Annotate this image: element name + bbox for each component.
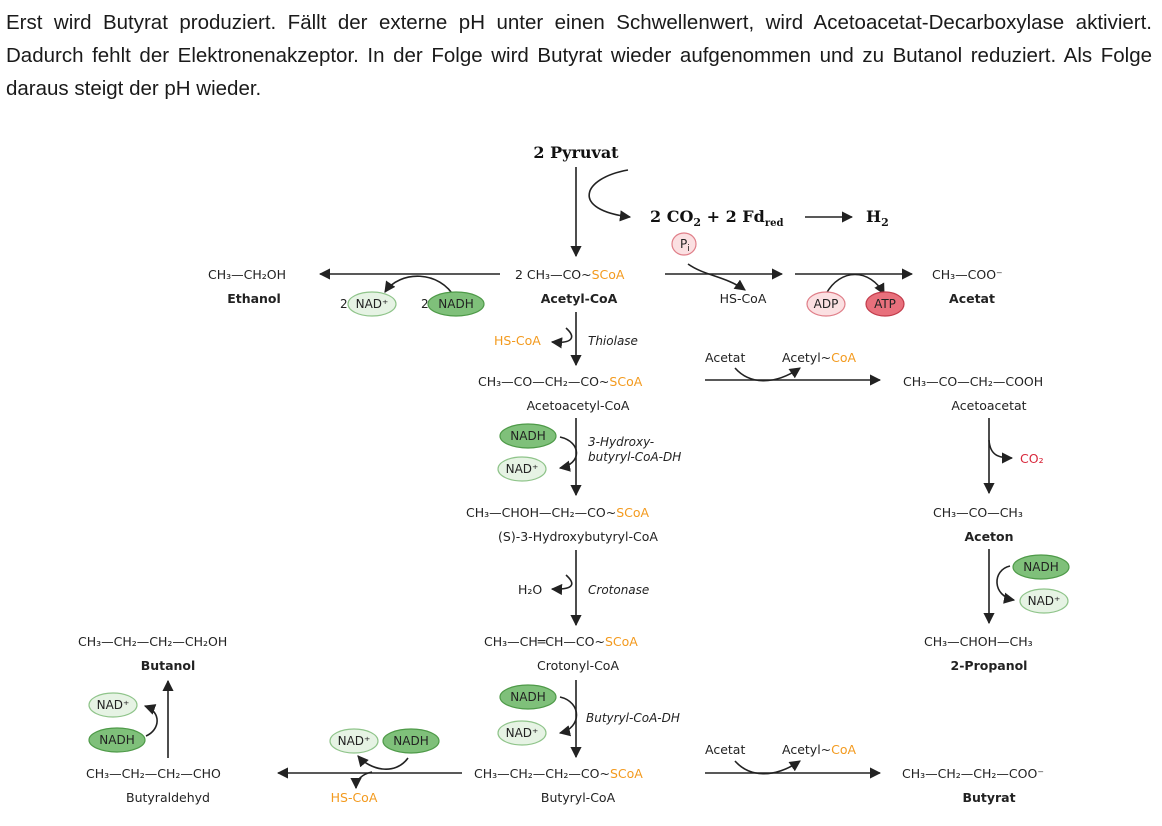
atp-badge: ATP <box>865 291 905 317</box>
coa-transfer-2-curve <box>734 760 801 775</box>
intro-paragraph: Erst wird Butyrat produziert. Fällt der … <box>6 11 1152 100</box>
butanol-cofactor-arrow <box>143 704 158 737</box>
ethanol-nadh-coef: 2 <box>421 297 429 311</box>
aceton-nadh-badge: NADH <box>1012 554 1070 580</box>
butyrat-name: Butyrat <box>962 790 1015 805</box>
butyryl-dh-nad-badge: NAD⁺ <box>497 720 547 746</box>
thiolase-hscoa: HS-CoA <box>494 333 541 348</box>
butyryl-formula: CH₃—CH₂—CH₂—CO~SCoA <box>474 766 643 781</box>
hydroxy-enzyme: 3-Hydroxy-butyryl-CoA-DH <box>588 435 681 464</box>
transfer1-acetat: Acetat <box>705 350 745 365</box>
svg-text:ATP: ATP <box>874 297 896 311</box>
adp-badge: ADP <box>806 291 846 317</box>
ethanol-name: Ethanol <box>227 291 281 306</box>
acetyl-coa-name: Acetyl-CoA <box>541 291 618 306</box>
hydroxy-cofactor-arrow <box>558 436 578 472</box>
butanol-formula: CH₃—CH₂—CH₂—CH₂OH <box>78 634 227 649</box>
ethanol-nad-coef: 2 <box>340 297 348 311</box>
acetoacetat-formula: CH₃—CO—CH₂—COOH <box>903 374 1043 389</box>
butyraldehyd-formula: CH₃—CH₂—CH₂—CHO <box>86 766 221 781</box>
crotonase-enzyme: Crotonase <box>588 583 649 597</box>
co2-label: CO₂ <box>1020 451 1044 466</box>
co2-release-arrow <box>988 439 1014 464</box>
h2-label: H2 <box>866 207 889 229</box>
svg-text:NADH: NADH <box>438 297 473 311</box>
hydroxybutyryl-formula: CH₃—CHOH—CH₂—CO~SCoA <box>466 505 650 520</box>
svg-text:NADH: NADH <box>99 733 134 747</box>
propanol-formula: CH₃—CHOH—CH₃ <box>924 634 1033 649</box>
transfer2-acetyl: Acetyl~CoA <box>782 742 857 757</box>
butyryl-name: Butyryl-CoA <box>541 790 616 805</box>
transfer2-acetat: Acetat <box>705 742 745 757</box>
acetat-hscoa-label: HS-CoA <box>720 291 767 306</box>
butyraldehyd-nad-badge: NAD⁺ <box>329 728 379 754</box>
svg-text:NAD⁺: NAD⁺ <box>97 698 130 712</box>
svg-text:NAD⁺: NAD⁺ <box>1028 594 1061 608</box>
hydroxy-nadh-badge: NADH <box>499 423 557 449</box>
co2-fd-label: 2 CO2 + 2 Fdred <box>650 207 783 229</box>
pi-badge: Pi <box>671 232 697 256</box>
svg-text:NADH: NADH <box>1023 560 1058 574</box>
crotonase-h2o: H₂O <box>518 582 542 597</box>
atp-arrow <box>825 273 885 295</box>
svg-text:NAD⁺: NAD⁺ <box>356 297 389 311</box>
acetoacetat-name: Acetoacetat <box>951 398 1026 413</box>
propanol-name: 2-Propanol <box>951 658 1028 673</box>
butyryl-dh-nadh-badge: NADH <box>499 684 557 710</box>
butyraldehyd-hscoa: HS-CoA <box>331 790 378 805</box>
butyraldehyd-hscoa-arrow <box>350 771 373 790</box>
butyryl-dh-enzyme: Butyryl-CoA-DH <box>586 711 680 725</box>
svg-text:Pi: Pi <box>680 237 690 254</box>
acetyl-coa-formula: 2 CH₃—CO~SCoA <box>515 267 625 282</box>
svg-text:NAD⁺: NAD⁺ <box>506 726 539 740</box>
thiolase-enzyme: Thiolase <box>588 334 638 348</box>
butyrat-formula: CH₃—CH₂—CH₂—COO⁻ <box>902 766 1044 781</box>
crotonyl-formula: CH₃—CH═CH—CO~SCoA <box>484 634 638 649</box>
ethanol-cofactor-arrow <box>384 275 456 299</box>
butyraldehyd-name: Butyraldehyd <box>126 790 210 805</box>
svg-text:NADH: NADH <box>510 429 545 443</box>
acetat-formula: CH₃—COO⁻ <box>932 267 1003 282</box>
coa-transfer-1-curve <box>734 367 801 382</box>
aceton-cofactor-arrow <box>996 565 1016 604</box>
hscoa-release-arrow <box>687 263 746 291</box>
co2-branch-arrow <box>588 169 632 222</box>
butanol-name: Butanol <box>141 658 196 673</box>
acetat-name: Acetat <box>949 291 995 306</box>
ethanol-formula: CH₃—CH₂OH <box>208 267 286 282</box>
aceton-nad-badge: NAD⁺ <box>1019 588 1069 614</box>
transfer1-acetyl: Acetyl~CoA <box>782 350 857 365</box>
butyryl-dh-cofactor-arrow <box>558 696 578 737</box>
hydroxybutyryl-name: (S)-3-Hydroxybutyryl-CoA <box>498 529 658 544</box>
acetoacetyl-formula: CH₃—CO—CH₂—CO~SCoA <box>478 374 643 389</box>
crotonyl-name: Crotonyl-CoA <box>537 658 619 673</box>
butanol-nadh-badge: NADH <box>88 727 146 753</box>
svg-text:NAD⁺: NAD⁺ <box>506 462 539 476</box>
acetoacetyl-name: Acetoacetyl-CoA <box>527 398 630 413</box>
butyraldehyd-cofactor-arrow <box>357 755 409 770</box>
hydroxy-nad-badge: NAD⁺ <box>497 456 547 482</box>
aceton-formula: CH₃—CO—CH₃ <box>933 505 1023 520</box>
svg-text:NAD⁺: NAD⁺ <box>338 734 371 748</box>
butanol-nad-badge: NAD⁺ <box>88 692 138 718</box>
svg-text:NADH: NADH <box>393 734 428 748</box>
ethanol-nadh-badge: NADH <box>427 291 485 317</box>
butyraldehyd-nadh-badge: NADH <box>382 728 440 754</box>
svg-text:NADH: NADH <box>510 690 545 704</box>
svg-text:ADP: ADP <box>814 297 839 311</box>
aceton-name: Aceton <box>964 529 1013 544</box>
ethanol-nad-badge: NAD⁺ <box>347 291 397 317</box>
pyruvat-label: 2 Pyruvat <box>533 143 619 162</box>
thiolase-hscoa-arrow <box>550 327 573 349</box>
water-release-arrow <box>550 574 573 596</box>
